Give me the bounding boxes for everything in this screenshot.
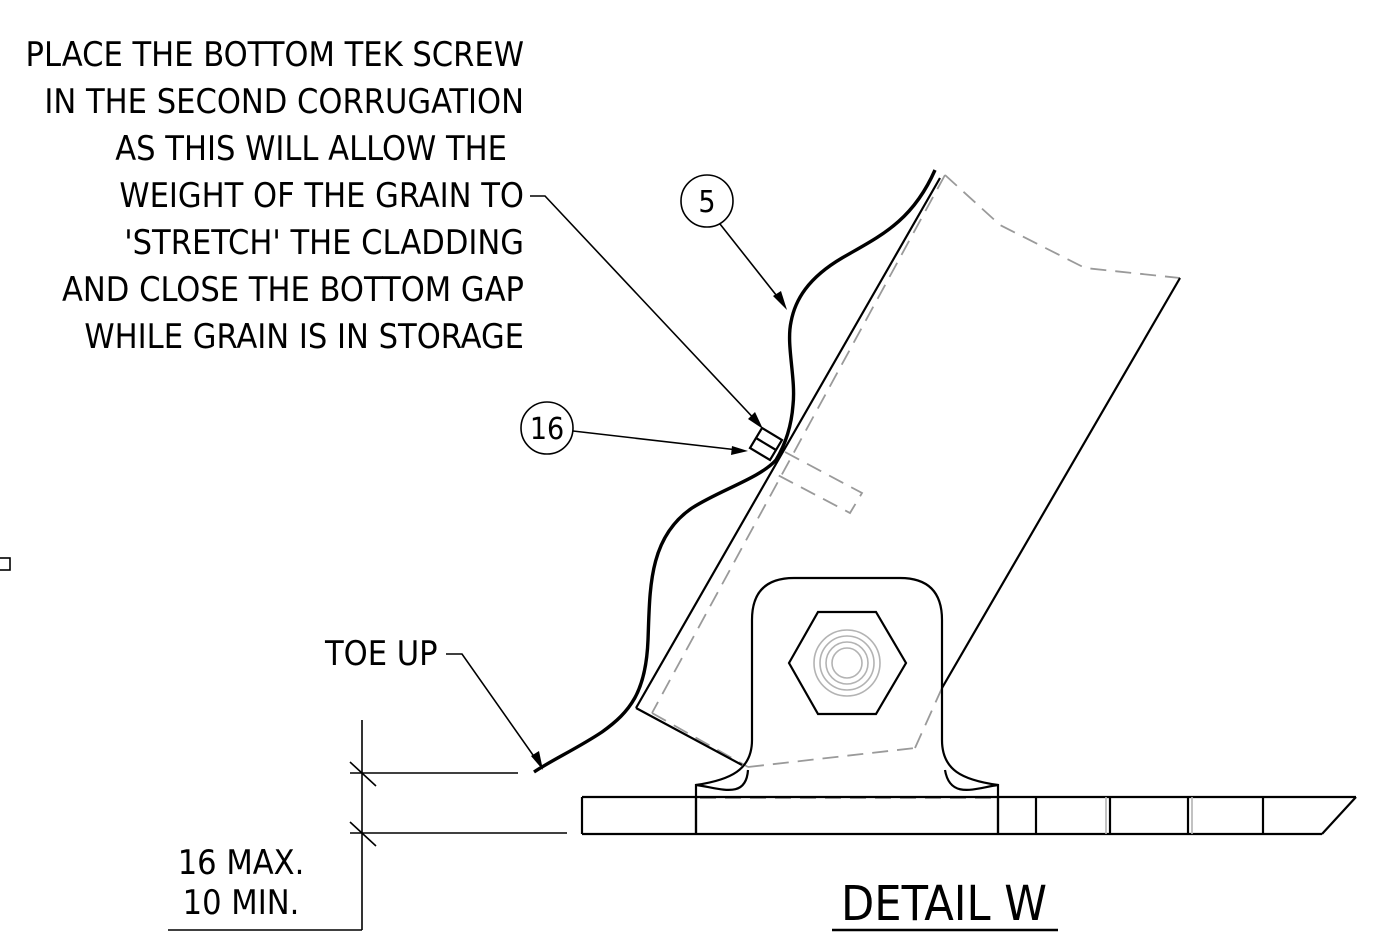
note-line-3: AS THIS WILL ALLOW THE bbox=[115, 129, 507, 169]
dimension-min: 10 MIN. bbox=[183, 883, 300, 923]
balloon-16-label: 16 bbox=[530, 412, 564, 447]
base-bracket bbox=[694, 576, 1000, 835]
balloon-5-label: 5 bbox=[698, 185, 715, 220]
balloon-5-arrow bbox=[773, 291, 787, 310]
bolt-hex-nut bbox=[787, 610, 908, 716]
screw-placement-note: PLACE THE BOTTOM TEK SCREW IN THE SECOND… bbox=[26, 35, 524, 357]
tek-screw bbox=[748, 426, 784, 462]
gap-dimension bbox=[168, 720, 567, 931]
edge-mark bbox=[0, 557, 11, 571]
balloon-5-leader bbox=[719, 223, 785, 306]
note-leader-arrow bbox=[748, 412, 763, 429]
balloon-16-leader bbox=[572, 430, 739, 451]
balloon-16 bbox=[520, 401, 574, 455]
corrugated-cladding bbox=[533, 169, 937, 774]
angled-panel bbox=[635, 177, 1181, 766]
toe-up-leader bbox=[446, 653, 541, 766]
dimension-text: 16 MAX. 10 MIN. bbox=[178, 843, 305, 923]
note-line-5: 'STRETCH' THE CLADDING bbox=[124, 223, 524, 263]
note-line-7: WHILE GRAIN IS IN STORAGE bbox=[84, 317, 524, 357]
note-leader bbox=[530, 195, 761, 426]
base-plate bbox=[580, 795, 1357, 836]
note-line-6: AND CLOSE THE BOTTOM GAP bbox=[62, 270, 524, 310]
note-line-2: IN THE SECOND CORRUGATION bbox=[44, 82, 524, 122]
toe-up-note: TOE UP bbox=[324, 634, 438, 674]
detail-title: DETAIL W bbox=[841, 876, 1047, 932]
toe-up-arrow bbox=[531, 751, 543, 770]
note-line-4: WEIGHT OF THE GRAIN TO bbox=[119, 176, 524, 216]
hidden-member bbox=[651, 174, 1181, 799]
dimension-max: 16 MAX. bbox=[178, 843, 305, 883]
note-line-1: PLACE THE BOTTOM TEK SCREW bbox=[26, 35, 524, 75]
balloon-5 bbox=[680, 174, 734, 228]
balloon-16-arrow bbox=[731, 446, 748, 455]
